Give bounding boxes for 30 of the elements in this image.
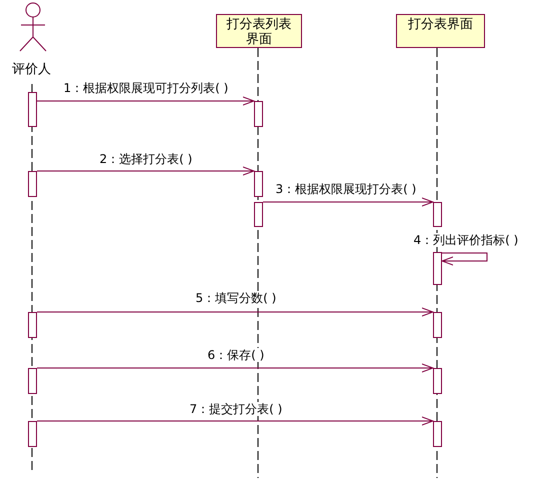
message-label: 2：选择打分表( ) <box>98 152 194 166</box>
activation-bar <box>28 92 37 127</box>
activation-bar <box>254 202 263 227</box>
message-arrow <box>36 166 254 176</box>
activation-bar <box>254 171 263 197</box>
activation-bar <box>28 312 37 338</box>
activation-bar <box>254 101 263 127</box>
message-label: 4：列出评价指标( ) <box>412 233 520 247</box>
lifeline-box: 打分表列表界面 <box>216 14 302 48</box>
message-arrow <box>36 308 434 316</box>
activation-bar <box>433 368 442 394</box>
activation-bar <box>28 368 37 394</box>
message-label: 5：填写分数( ) <box>194 291 278 305</box>
message-arrow <box>442 252 488 266</box>
activation-bar <box>433 202 442 227</box>
activation-bar <box>433 421 442 447</box>
message-label: 3：根据权限展现打分表( ) <box>274 182 418 196</box>
activation-bar <box>433 312 442 338</box>
message-arrow <box>36 416 434 426</box>
activation-bar <box>28 421 37 447</box>
actor-name: 评价人 <box>12 61 51 78</box>
message-arrow <box>262 198 434 206</box>
activation-bar <box>28 171 37 197</box>
lifeline-box: 打分表界面 <box>396 14 485 48</box>
activation-bar <box>433 252 442 285</box>
message-label: 7：提交打分表( ) <box>188 402 284 416</box>
message-arrow <box>36 96 254 106</box>
message-arrow <box>36 364 434 372</box>
message-label: 1：根据权限展现可打分列表( ) <box>62 81 230 95</box>
message-label: 6：保存( ) <box>206 348 266 362</box>
